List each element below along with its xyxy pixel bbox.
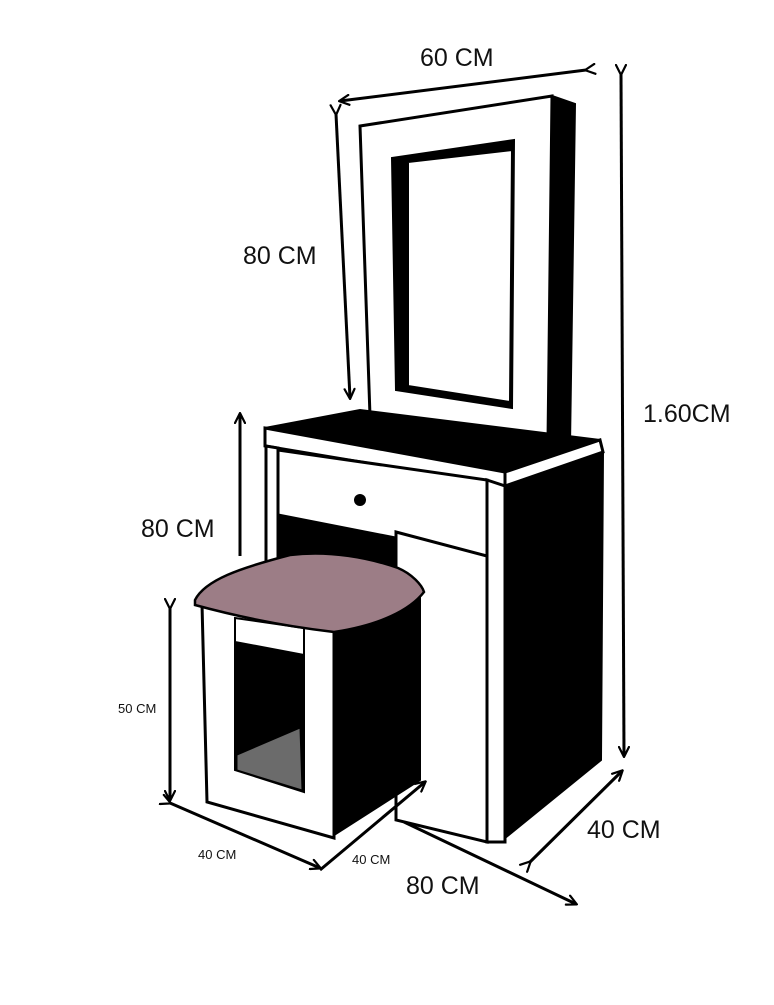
table-front-edge-strip bbox=[485, 477, 507, 844]
table-width-arrow bbox=[403, 820, 576, 904]
total-height-arrow bbox=[621, 74, 624, 756]
mirror-width-arrow bbox=[340, 70, 586, 101]
mirror-height-arrow bbox=[336, 114, 350, 398]
table-depth-arrow bbox=[530, 771, 622, 862]
table-side-panel bbox=[504, 450, 605, 841]
mirror-width-label: 60 CM bbox=[420, 44, 494, 72]
dressing-table bbox=[263, 408, 605, 844]
table-width-label: 80 CM bbox=[406, 872, 480, 900]
stool bbox=[193, 552, 426, 840]
table-height-label: 80 CM bbox=[141, 515, 215, 543]
dimension-lines bbox=[170, 70, 624, 904]
total-height-label: 1.60CM bbox=[643, 400, 731, 428]
mirror bbox=[358, 94, 577, 447]
stool-inner-shelf bbox=[236, 727, 303, 791]
drawer-knob bbox=[354, 494, 366, 506]
stool-depth-arrow bbox=[319, 782, 425, 872]
stool-seat-cushion bbox=[193, 552, 426, 634]
stool-height-label: 50 CM bbox=[118, 701, 157, 716]
table-top-side-edge bbox=[503, 438, 605, 489]
stool-depth-label: 40 CM bbox=[352, 852, 391, 867]
mirror-glass bbox=[407, 148, 514, 404]
stool-width-arrow bbox=[170, 803, 320, 868]
mirror-height-label: 80 CM bbox=[243, 242, 317, 270]
table-depth-label: 40 CM bbox=[587, 816, 661, 844]
stool-width-label: 40 CM bbox=[198, 847, 237, 862]
